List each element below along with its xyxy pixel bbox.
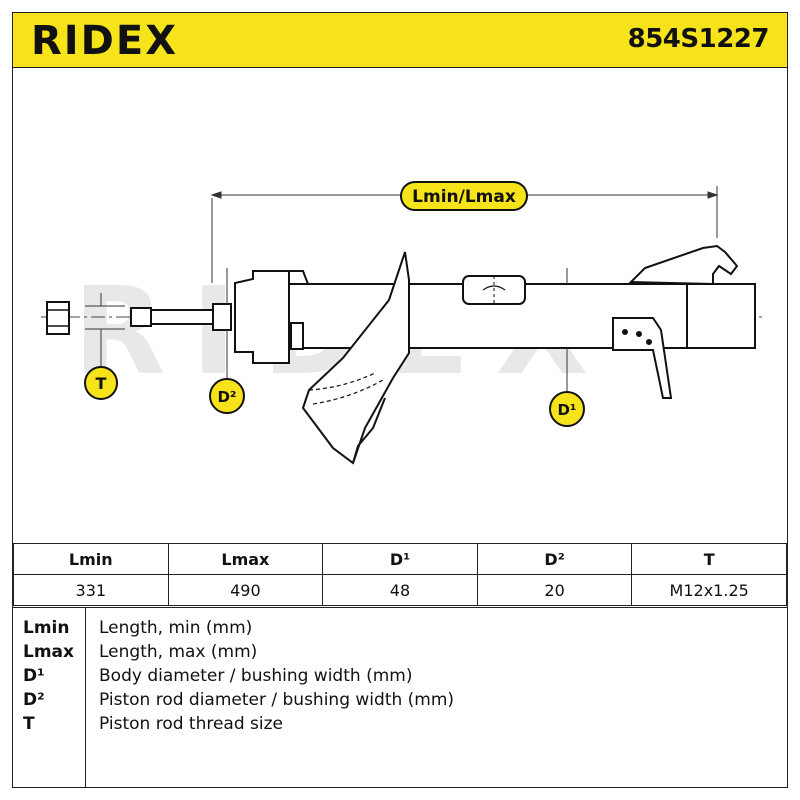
spec-value-lmax: 490 <box>167 574 324 606</box>
legend-desc: Piston rod diameter / bushing width (mm) <box>99 690 455 710</box>
svg-text:D²: D² <box>217 388 236 406</box>
product-sheet: RIDEX 854S1227 RIDEX Lmin/Lmax <box>12 12 788 788</box>
legend-desc: Body diameter / bushing width (mm) <box>99 666 413 686</box>
legend-item: T Piston rod thread size <box>13 714 787 738</box>
legend-key: T <box>23 714 35 734</box>
legend-key: D¹ <box>23 666 45 686</box>
spec-header-lmax: Lmax <box>167 543 324 575</box>
technical-drawing: RIDEX Lmin/Lmax <box>41 181 765 465</box>
body-label-badge: D¹ <box>549 391 585 427</box>
spec-value-t: M12x1.25 <box>631 574 787 606</box>
ridex-logo: RIDEX <box>31 19 178 61</box>
spec-value-row: 331 490 48 20 M12x1.25 <box>13 574 787 606</box>
legend-item: Lmin Length, min (mm) <box>13 618 787 642</box>
part-number: 854S1227 <box>627 24 770 54</box>
mounting-bracket <box>612 244 739 399</box>
spec-value-d1: 48 <box>322 574 478 606</box>
legend-key: D² <box>23 690 45 710</box>
legend-item: Lmax Length, max (mm) <box>13 642 787 666</box>
legend-desc: Length, max (mm) <box>99 642 258 662</box>
legend-key: Lmax <box>23 642 74 662</box>
spec-header-d2: D² <box>476 543 633 575</box>
header-bar: RIDEX 854S1227 <box>13 13 787 68</box>
nut <box>46 301 70 335</box>
length-label-badge: Lmin/Lmax <box>400 181 528 211</box>
spec-value-lmin: 331 <box>13 574 169 606</box>
svg-text:T: T <box>96 374 107 393</box>
spec-table: Lmin Lmax D¹ D² T 331 490 48 20 M12x1.25 <box>13 543 787 606</box>
legend-desc: Length, min (mm) <box>99 618 253 638</box>
spec-header-lmin: Lmin <box>13 543 169 575</box>
svg-text:RIDEX: RIDEX <box>31 19 178 61</box>
body-collar <box>462 275 526 305</box>
legend-divider <box>85 608 86 788</box>
rod-label-badge: D² <box>209 378 245 414</box>
piston-rod <box>130 303 232 331</box>
thread-dimension <box>85 293 125 368</box>
spec-header-row: Lmin Lmax D¹ D² T <box>13 543 787 575</box>
legend-desc: Piston rod thread size <box>99 714 284 734</box>
spring-seat <box>301 251 410 465</box>
svg-text:Lmin/Lmax: Lmin/Lmax <box>412 187 516 207</box>
thread-label-badge: T <box>84 366 118 400</box>
legend-key: Lmin <box>23 618 70 638</box>
legend-item: D¹ Body diameter / bushing width (mm) <box>13 666 787 690</box>
legend: Lmin Length, min (mm) Lmax Length, max (… <box>13 607 787 788</box>
spec-header-t: T <box>631 543 787 575</box>
spec-value-d2: 20 <box>476 574 633 606</box>
spec-header-d1: D¹ <box>322 543 478 575</box>
svg-text:D¹: D¹ <box>557 401 576 419</box>
legend-item: D² Piston rod diameter / bushing width (… <box>13 690 787 714</box>
